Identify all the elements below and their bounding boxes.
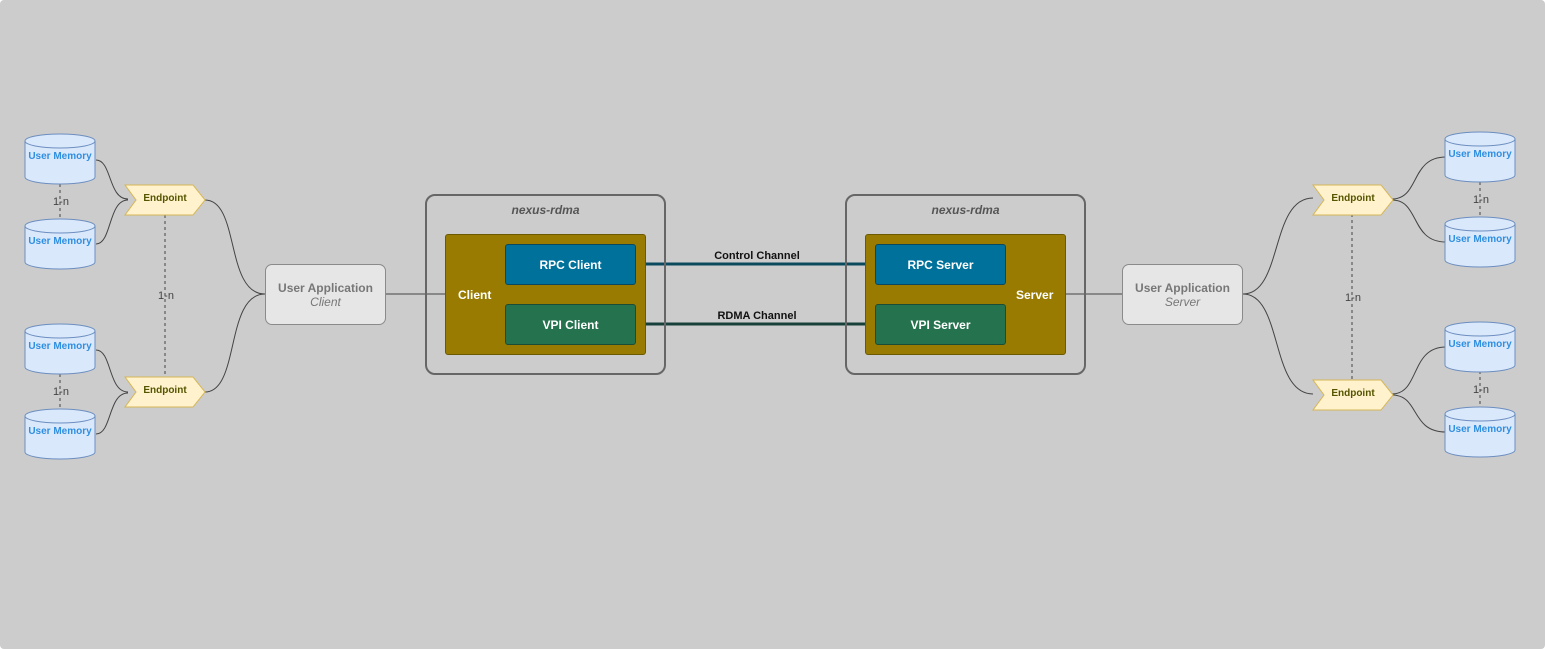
- database-icon: [1444, 406, 1516, 458]
- user-memory-db: User Memory: [24, 218, 96, 270]
- user-application-title: User Application: [278, 281, 373, 295]
- database-icon: [24, 323, 96, 375]
- database-icon: [1444, 321, 1516, 373]
- user-memory-label: User Memory: [1448, 424, 1512, 435]
- rdma-channel-label: RDMA Channel: [717, 310, 797, 322]
- server-core-label: Server: [1016, 288, 1054, 302]
- user-memory-db: User Memory: [24, 133, 96, 185]
- endpoint-shape: Endpoint: [1312, 184, 1394, 216]
- connector: [1242, 293, 1314, 395]
- endpoint-shape: Endpoint: [1312, 379, 1394, 411]
- user-memory-label: User Memory: [1448, 234, 1512, 245]
- multiplicity-label: 1-n: [1473, 384, 1489, 396]
- endpoint-shape: Endpoint: [124, 376, 206, 408]
- user-memory-label: User Memory: [1448, 149, 1512, 160]
- connector: [1242, 197, 1314, 295]
- user-application-client: User Application Client: [265, 264, 386, 325]
- user-memory-label: User Memory: [1448, 339, 1512, 350]
- endpoint-chevron-icon: [1312, 184, 1394, 216]
- nexus-title: nexus-rdma: [511, 203, 580, 217]
- control-channel-label: Control Channel: [714, 250, 800, 262]
- multiplicity-label: 1-n: [53, 386, 69, 398]
- connector: [95, 349, 129, 393]
- user-memory-label: User Memory: [28, 426, 92, 437]
- client-core-label: Client: [458, 288, 492, 302]
- user-memory-label: User Memory: [28, 341, 92, 352]
- multiplicity-label: 1-n: [1345, 292, 1361, 304]
- endpoint-label: Endpoint: [143, 385, 187, 396]
- database-icon: [1444, 216, 1516, 268]
- endpoint-chevron-icon: [124, 184, 206, 216]
- connector: [204, 293, 266, 393]
- endpoint-chevron-icon: [124, 376, 206, 408]
- user-memory-db: User Memory: [1444, 216, 1516, 268]
- connector: [95, 392, 129, 435]
- user-application-role: Client: [310, 295, 341, 309]
- user-memory-db: User Memory: [1444, 321, 1516, 373]
- user-memory-db: User Memory: [24, 323, 96, 375]
- user-memory-db: User Memory: [1444, 406, 1516, 458]
- user-memory-db: User Memory: [1444, 131, 1516, 183]
- vpi-server-box: VPI Server: [875, 304, 1006, 345]
- user-application-role: Server: [1164, 295, 1201, 309]
- endpoint-label: Endpoint: [143, 193, 187, 204]
- multiplicity-label: 1-n: [1473, 194, 1489, 206]
- endpoint-shape: Endpoint: [124, 184, 206, 216]
- user-memory-db: User Memory: [24, 408, 96, 460]
- endpoint-label: Endpoint: [1331, 193, 1375, 204]
- nexus-rdma-server-container: nexus-rdma: [845, 194, 1086, 375]
- connector: [95, 159, 129, 200]
- connector: [1391, 346, 1447, 395]
- connector: [1391, 394, 1447, 433]
- endpoint-chevron-icon: [1312, 379, 1394, 411]
- rpc-server-box: RPC Server: [875, 244, 1006, 285]
- connector: [1391, 156, 1447, 200]
- database-icon: [24, 408, 96, 460]
- user-application-title: User Application: [1135, 281, 1230, 295]
- user-memory-label: User Memory: [28, 236, 92, 247]
- database-icon: [24, 133, 96, 185]
- vpi-client-box: VPI Client: [505, 304, 636, 345]
- endpoint-label: Endpoint: [1331, 388, 1375, 399]
- database-icon: [1444, 131, 1516, 183]
- connector: [95, 199, 129, 245]
- connector: [204, 199, 266, 295]
- nexus-title: nexus-rdma: [931, 203, 1000, 217]
- connector: [1391, 199, 1447, 243]
- multiplicity-label: 1-n: [53, 196, 69, 208]
- nexus-rdma-client-container: nexus-rdma: [425, 194, 666, 375]
- rpc-client-box: RPC Client: [505, 244, 636, 285]
- user-application-server: User Application Server: [1122, 264, 1243, 325]
- user-memory-label: User Memory: [28, 151, 92, 162]
- database-icon: [24, 218, 96, 270]
- multiplicity-label: 1-n: [158, 290, 174, 302]
